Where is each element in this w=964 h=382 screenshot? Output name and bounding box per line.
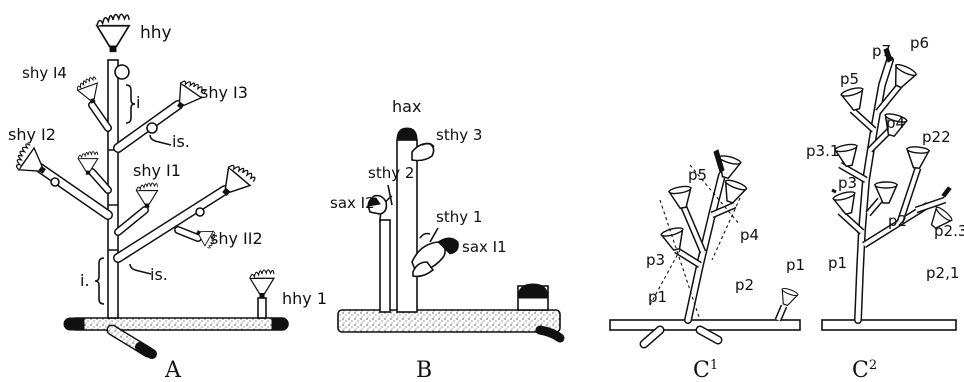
label-hax: hax (392, 97, 421, 116)
label-is-bottom: is. (150, 265, 168, 284)
label-c2-p7: p7 (872, 42, 891, 60)
label-shy-i2: shy I2 (8, 125, 56, 144)
caption-a: A (164, 358, 182, 382)
panel-c1: p5 p4 p3 p2 p1 p1 C1 (609, 149, 805, 382)
panel-b: hax sthy 3 sthy 2 sax I2 sthy 1 sax I1 B (330, 97, 565, 382)
stolon-c2 (821, 319, 957, 331)
stolon-b (337, 309, 561, 333)
label-hhy: hhy (140, 23, 172, 43)
label-c2-p2: p2 (888, 212, 907, 230)
label-i-top: i (136, 93, 140, 112)
label-c1-p1b: p1 (786, 256, 805, 274)
stolon-a (69, 317, 289, 331)
hhy1-hydranth (249, 269, 275, 299)
label-shy-ii2: shy II2 (210, 229, 263, 248)
label-sthy1: sthy 1 (436, 208, 482, 226)
label-shy-i3: shy I3 (200, 83, 248, 102)
caption-c1: C1 (693, 358, 718, 382)
label-c2-p31: p3.1 (806, 142, 839, 160)
label-c2-p6: p6 (910, 34, 929, 52)
label-c1-p3: p3 (646, 251, 665, 269)
label-c1-p4: p4 (740, 226, 759, 244)
label-hhy1: hhy 1 (282, 289, 327, 308)
label-c2-p21: p2,1 (926, 264, 959, 282)
label-c2-p22: p22 (922, 128, 951, 146)
label-shy-i4: shy I4 (22, 64, 67, 82)
label-c2-p23: p2.3 (934, 222, 964, 240)
label-i-bottom: i. (80, 271, 90, 290)
label-c1-p2: p2 (735, 276, 754, 294)
label-c1-p1: p1 (648, 288, 667, 306)
label-shy-i1: shy I1 (133, 161, 181, 180)
shy-i4-hydranth (74, 75, 104, 107)
label-c1-p5: p5 (688, 166, 707, 184)
panel-c2: p7 p6 p5 p4 p3.1 p3 p22 p2 p2.3 p1 p2,1 … (806, 34, 964, 382)
label-sax-i2: sax I2 (330, 194, 375, 212)
label-sthy3: sthy 3 (436, 126, 482, 144)
label-sax-i1: sax I1 (462, 238, 507, 256)
shy-i1-hydranth (135, 182, 159, 209)
caption-b: B (416, 358, 432, 382)
caption-c2: C2 (852, 358, 877, 382)
label-c2-p5: p5 (840, 70, 859, 88)
label-c2-p4: p4 (886, 114, 905, 132)
label-sthy2: sthy 2 (368, 164, 414, 182)
label-c2-p3: p3 (838, 174, 857, 192)
label-is-top: is. (172, 132, 190, 151)
panel-a: hhy shy I4 shy I3 shy I2 shy I1 shy II2 … (8, 13, 327, 382)
hhy-hydranth (96, 13, 130, 54)
label-c2-p1: p1 (828, 254, 847, 272)
